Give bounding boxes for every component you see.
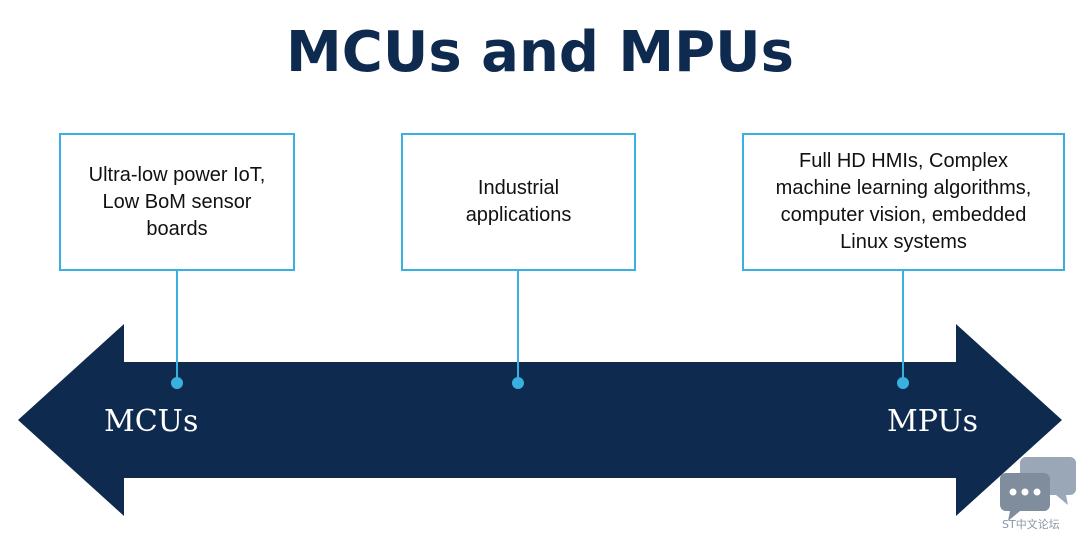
arrow-label-mpus: MPUs [887,404,979,439]
box-mpu-applications: Full HD HMIs, Complex machine learning a… [742,133,1065,271]
page-title: MCUs and MPUs [286,20,794,85]
box-mpu-text: Full HD HMIs, Complex machine learning a… [775,150,1032,253]
box-industrial-applications: Industrial applications [401,133,636,271]
box-mcu-text: Ultra-low power IoT, Low BoM sensor boar… [88,163,266,240]
marker-dot-middle [512,377,524,389]
double-arrow-shape [18,324,1062,516]
arrow-label-mcus: MCUs [104,404,199,439]
chat-bubbles-icon [1000,457,1076,521]
marker-dot-right [897,377,909,389]
watermark-label: ST中文论坛 [1002,518,1060,531]
box-mcu-applications: Ultra-low power IoT, Low BoM sensor boar… [59,133,295,271]
box-industrial-text: Industrial applications [465,177,572,226]
marker-dot-left [171,377,183,389]
